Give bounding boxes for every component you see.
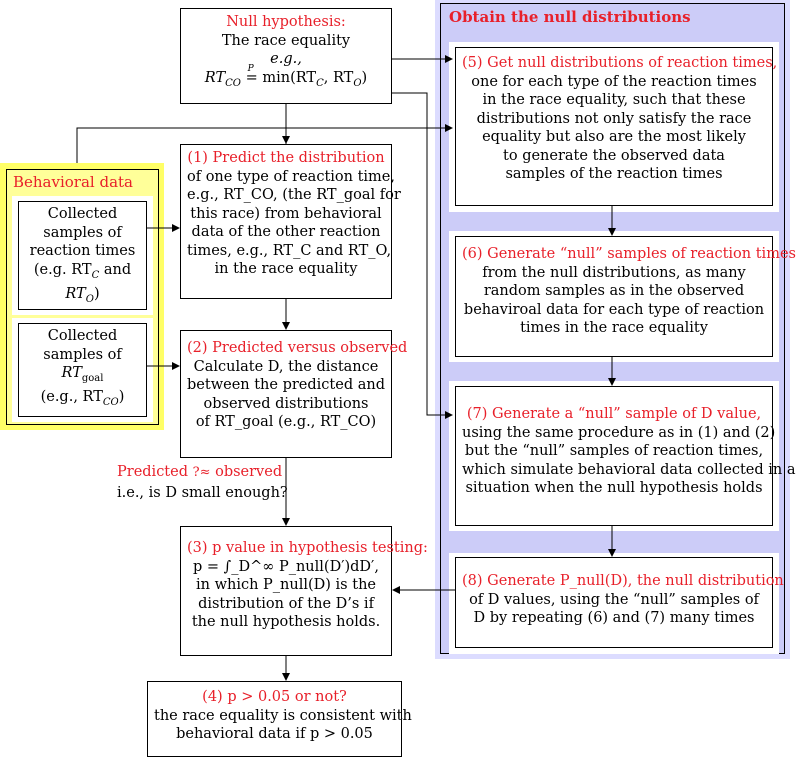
arrow-nullhyp-to-box7 bbox=[392, 92, 453, 419]
box3-line4: the null hypothesis holds. bbox=[191, 614, 381, 630]
box1-line1: of one type of reaction time, bbox=[187, 168, 395, 185]
collected2-l4-post: ) bbox=[118, 389, 125, 406]
box5-line3: distributions not only satisfy the race bbox=[476, 110, 752, 127]
collected1-l5-post: ) bbox=[93, 285, 100, 302]
observed-word: observed bbox=[215, 464, 283, 480]
box1-line2: e.g., RT_CO, (the RT_goal for bbox=[187, 187, 401, 203]
box1-line6: in the race equality bbox=[214, 261, 358, 277]
collected2-line1: Collected bbox=[47, 328, 118, 344]
collected1-l4-sub: C bbox=[91, 269, 100, 281]
collected1-l4-post: and bbox=[99, 261, 132, 278]
box1-title: (1) Predict the distribution bbox=[187, 150, 385, 166]
box2-line2: between the predicted and bbox=[187, 377, 385, 393]
predicted-vs-observed-question: Predicted ?≈ observed bbox=[117, 463, 282, 482]
box3-line3: distribution of the D’s if bbox=[198, 595, 374, 612]
box6-line3: behaviroal data for each type of reactio… bbox=[463, 301, 765, 318]
p-value-box: (3) p value in hypothesis testing: p = ∫… bbox=[180, 526, 428, 656]
formula-op: P bbox=[247, 63, 254, 74]
formula-rhs-sep: , RT bbox=[323, 69, 354, 86]
formula-rhs-sub1: C bbox=[316, 77, 324, 89]
predict-distribution-box: (1) Predict the distribution of one type… bbox=[180, 144, 401, 299]
behavioral-data-title: Behavioral data bbox=[13, 173, 133, 191]
box5-line1: one for each type of the reaction times bbox=[471, 73, 757, 90]
collected-samples-reaction-times-box: Collected samples of reaction times (e.g… bbox=[18, 201, 147, 310]
collected1-l5-sub: O bbox=[85, 293, 94, 305]
box5-title: (5) Get null distributions of reaction t… bbox=[462, 55, 778, 71]
box7-line2: but the “null” samples of reaction times… bbox=[464, 443, 764, 459]
box1-line5: times, e.g., RT_C and RT_O, bbox=[187, 242, 392, 259]
collected1-line1: Collected bbox=[47, 206, 118, 222]
collected1-l4-pre: (e.g. RT bbox=[33, 261, 92, 278]
collected2-line3: RTgoal bbox=[25, 364, 140, 388]
box1-line3: this race) from behavioral bbox=[190, 205, 382, 222]
collected2-line2: samples of bbox=[43, 346, 122, 363]
formula-lhs-sub: CO bbox=[225, 77, 241, 89]
box5-line5: to generate the observed data bbox=[503, 147, 725, 164]
box3-line1: p = ∫_D^∞ P_null(D′)dD′, bbox=[193, 558, 379, 575]
box5-line6: samples of the reaction times bbox=[505, 166, 723, 182]
box7-title: (7) Generate a “null” sample of D value, bbox=[466, 406, 762, 422]
box4-line1: the race equality is consistent with bbox=[154, 707, 412, 724]
collected1-l5-pre: RT bbox=[65, 285, 86, 302]
box7-line4: situation when the null hypothesis holds bbox=[465, 480, 763, 496]
box2-line4: of RT_goal (e.g., RT_CO) bbox=[195, 414, 377, 430]
box7-line1: using the same procedure as in (1) and (… bbox=[462, 424, 776, 441]
generate-null-samples-box: (6) Generate “null” samples of reaction … bbox=[455, 236, 796, 357]
collected2-l3-pre: RT bbox=[61, 365, 82, 381]
box4-title: (4) p > 0.05 or not? bbox=[202, 689, 347, 705]
box4-line2: behavioral data if p > 0.05 bbox=[176, 726, 373, 742]
null-hypothesis-title: Null hypothesis: bbox=[226, 14, 346, 30]
null-hypothesis-box: Null hypothesis: The race equality e.g.,… bbox=[180, 8, 392, 104]
box5-line4: equality but also are the most likely bbox=[482, 129, 746, 145]
box5-line2: in the race equality, such that these bbox=[482, 92, 746, 108]
formula-lhs: RT bbox=[204, 69, 226, 86]
collected1-line3: reaction times bbox=[29, 243, 136, 259]
generate-null-d-sample-box: (7) Generate a “null” sample of D value,… bbox=[455, 386, 796, 526]
box7-line3: which simulate behavioral data collected… bbox=[462, 461, 796, 478]
box1-line4: data of the other reaction bbox=[191, 224, 381, 240]
get-null-distributions-box: (5) Get null distributions of reaction t… bbox=[455, 47, 778, 206]
box3-title: (3) p value in hypothesis testing: bbox=[187, 540, 428, 556]
box6-line4: times in the race equality bbox=[520, 320, 708, 336]
box2-title: (2) Predicted versus observed bbox=[187, 340, 408, 356]
formula-rhs-end: ) bbox=[361, 69, 368, 86]
collected-samples-rt-goal-box: Collected samples of RTgoal (e.g., RTCO) bbox=[18, 323, 147, 417]
box2-line1: Calculate D, the distance bbox=[193, 358, 379, 375]
null-hypothesis-line1: The race equality bbox=[221, 32, 351, 49]
null-distributions-title: Obtain the null distributions bbox=[449, 8, 691, 26]
formula-rhs-sub2: O bbox=[353, 77, 362, 89]
box2-line3: observed distributions bbox=[203, 395, 369, 412]
null-hypothesis-formula: RTCO =P min(RTC, RTO) bbox=[187, 64, 385, 93]
arrow-behavioral-to-box5 bbox=[76, 124, 453, 163]
box8-line2: D by repeating (6) and (7) many times bbox=[473, 610, 755, 626]
box6-line1: from the null distributions, as many bbox=[482, 264, 746, 281]
formula-rhs: min(RT bbox=[262, 69, 317, 86]
collected1-line2: samples of bbox=[43, 224, 122, 241]
is-d-small-question: i.e., is D small enough? bbox=[117, 485, 288, 501]
collected2-l4-sub: CO bbox=[102, 397, 119, 409]
null-hypothesis-line2: e.g., bbox=[270, 51, 302, 67]
box6-line2: random samples as in the observed bbox=[483, 283, 745, 299]
p-value-threshold-box: (4) p > 0.05 or not? the race equality i… bbox=[147, 681, 412, 757]
generate-null-distribution-box: (8) Generate P_null(D), the null distrib… bbox=[455, 557, 784, 648]
box3-line2: in which P_null(D) is the bbox=[196, 577, 376, 593]
collected1-line4: (e.g. RTC and bbox=[25, 261, 140, 285]
predicted-vs-observed-box: (2) Predicted versus observed Calculate … bbox=[180, 330, 408, 458]
collected2-l4-pre: (e.g., RT bbox=[40, 389, 103, 406]
predicted-word: Predicted bbox=[117, 464, 188, 480]
collected2-line4: (e.g., RTCO) bbox=[25, 388, 140, 412]
box6-title: (6) Generate “null” samples of reaction … bbox=[462, 246, 796, 262]
collected2-l3-sub: goal bbox=[81, 372, 104, 384]
collected1-line5: RTO) bbox=[25, 285, 140, 309]
box8-title: (8) Generate P_null(D), the null distrib… bbox=[462, 573, 784, 589]
approx-symbol: ?≈ bbox=[192, 465, 211, 480]
box8-line1: of D values, using the “null” samples of bbox=[469, 591, 759, 608]
